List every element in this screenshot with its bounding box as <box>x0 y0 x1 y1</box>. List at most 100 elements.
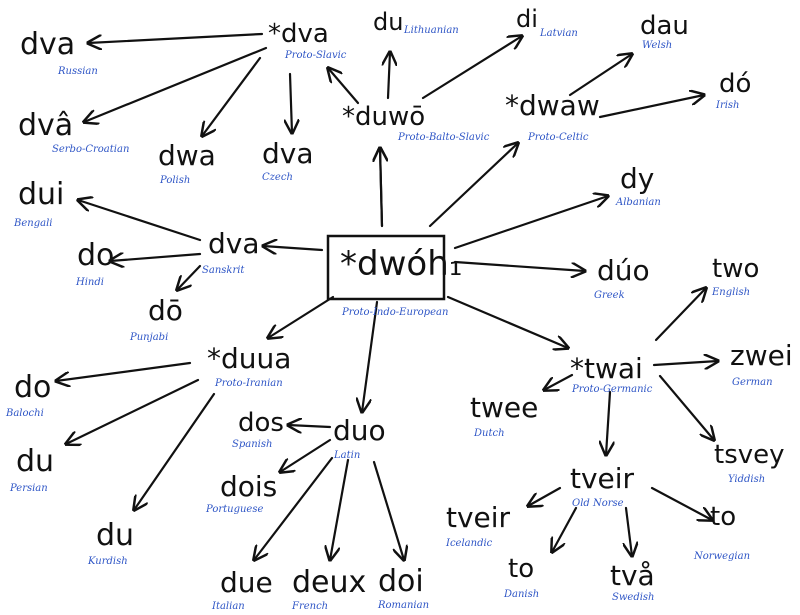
arrow-pgerm-to-yiddish <box>658 374 714 440</box>
arrow-latin-to-romanian <box>372 460 404 560</box>
word-sanskrit: dva <box>208 227 260 260</box>
edge-layer <box>56 32 718 560</box>
language-label-greek: Greek <box>594 290 625 301</box>
language-label-czech: Czech <box>262 172 293 183</box>
word-latin: duo <box>333 414 386 447</box>
arrow-oldnorse-to-norwegian <box>650 486 712 520</box>
word-norwegian: to <box>710 502 736 532</box>
arrow-pie-to-sanskrit <box>263 246 324 250</box>
word-portuguese: dois <box>220 470 277 503</box>
arrow-pslav-to-russian <box>88 32 264 43</box>
word-spanish: dos <box>238 408 284 438</box>
language-label-pceltic: Proto-Celtic <box>527 132 589 143</box>
arrow-sanskrit-to-bengali <box>78 200 202 242</box>
arrow-oldnorse-to-danish <box>552 506 578 552</box>
language-label-kurdish: Kurdish <box>87 556 128 567</box>
arrow-pie-to-alb <box>453 196 608 250</box>
arrow-pceltic-to-welsh <box>568 54 632 97</box>
word-dutch: twee <box>470 391 538 424</box>
word-persian: du <box>16 444 54 479</box>
root-box <box>326 234 446 301</box>
language-label-german: German <box>732 377 773 388</box>
arrow-pslav-to-polish <box>202 56 262 136</box>
arrow-pbs-to-pslav <box>328 68 360 105</box>
word-pie: *dwóh₁ <box>340 244 462 284</box>
arrow-pbs-to-latv <box>421 36 522 100</box>
word-piran: *duua <box>207 342 291 375</box>
arrow-pbs-to-lith <box>388 52 390 100</box>
word-pceltic: *dwaw <box>505 89 600 122</box>
word-welsh: dau <box>640 11 689 41</box>
word-serbo: dvâ <box>18 108 73 143</box>
arrow-pgerm-to-dutch <box>544 373 574 390</box>
word-punjabi: dō <box>148 294 183 327</box>
language-label-icelandic: Icelandic <box>445 538 493 549</box>
word-hindi: do <box>77 238 114 273</box>
arrow-latin-to-french <box>330 458 350 560</box>
word-swedish: två <box>610 559 655 592</box>
arrow-pslav-to-czech <box>290 72 292 133</box>
arrow-latin-to-portuguese <box>280 438 332 472</box>
language-label-bengali: Bengali <box>13 218 52 229</box>
language-label-oldnorse: Old Norse <box>572 498 624 509</box>
language-label-latin: Latin <box>333 450 360 461</box>
word-polish: dwa <box>158 139 216 172</box>
language-label-hindi: Hindi <box>75 277 104 288</box>
word-german: zwei <box>730 339 793 372</box>
word-french: deux <box>292 565 366 600</box>
language-label-polish: Polish <box>159 175 190 186</box>
arrow-pie-to-piran <box>268 295 335 338</box>
word-czech: dva <box>262 137 314 170</box>
word-balochi: do <box>14 370 51 405</box>
language-label-persian: Persian <box>9 483 48 494</box>
word-english: two <box>712 254 759 284</box>
language-label-punjabi: Punjabi <box>129 332 168 343</box>
language-label-italian: Italian <box>211 601 245 612</box>
word-russian: dva <box>20 27 75 62</box>
word-pslav: *dva <box>268 19 329 49</box>
language-label-portuguese: Portuguese <box>205 504 263 515</box>
language-label-spanish: Spanish <box>232 439 272 450</box>
language-label-pgerm: Proto-Germanic <box>571 384 653 395</box>
language-label-lith: Lithuanian <box>403 25 459 36</box>
arrow-sanskrit-to-hindi <box>110 254 202 261</box>
language-label-norwegian: Norwegian <box>693 551 750 562</box>
language-label-latv: Latvian <box>539 28 578 39</box>
word-lith: du <box>373 8 403 36</box>
language-label-sanskrit: Sanskrit <box>202 265 245 276</box>
arrow-pie-to-pceltic <box>428 143 518 228</box>
arrow-pie-to-latin <box>362 300 379 412</box>
language-label-russian: Russian <box>57 66 98 77</box>
arrow-pgerm-to-german <box>652 361 718 365</box>
arrow-pgerm-to-english <box>654 288 706 342</box>
language-label-alb: Albanian <box>615 197 661 208</box>
language-label-dutch: Dutch <box>473 428 505 439</box>
language-label-swedish: Swedish <box>612 592 655 603</box>
word-romanian: doi <box>378 564 424 599</box>
language-label-yiddish: Yiddish <box>728 474 765 485</box>
arrow-piran-to-kurdish <box>134 392 216 510</box>
arrow-sanskrit-to-punjabi <box>177 264 202 290</box>
